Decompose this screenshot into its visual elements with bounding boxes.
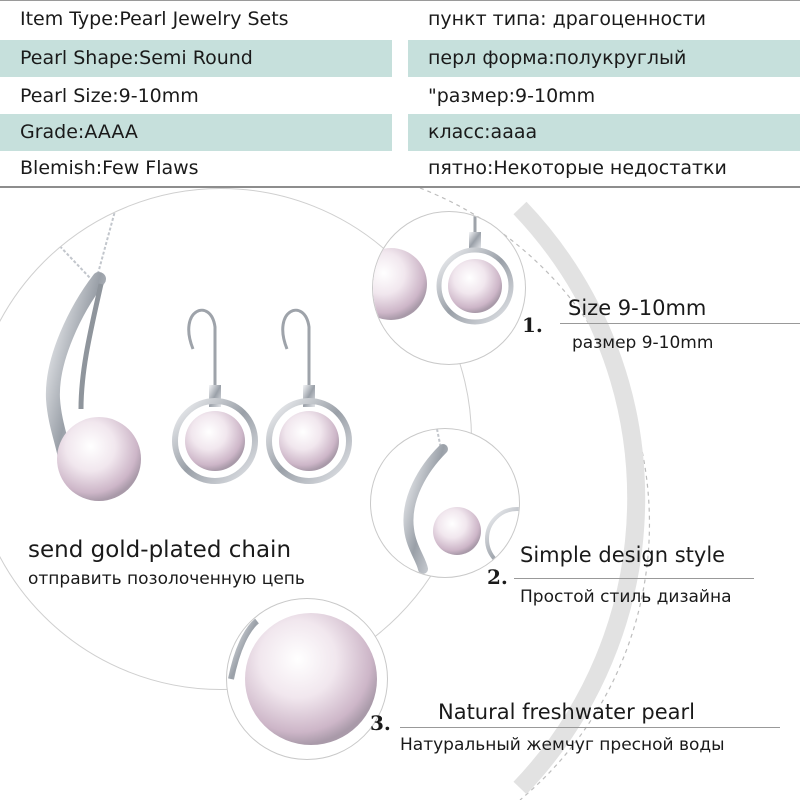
detail-circle-pearl bbox=[226, 598, 388, 760]
spec-label-ru: класс:аааа bbox=[408, 114, 800, 151]
feature-underline bbox=[514, 578, 754, 579]
jewelry-set-illustration bbox=[45, 189, 352, 501]
feature-number: 1. bbox=[522, 313, 543, 337]
spec-label-ru: пятно:Некоторые недостатки bbox=[428, 157, 727, 179]
spec-table: Item Type:Pearl Jewelry Sets пункт типа:… bbox=[0, 0, 800, 186]
feature-number: 3. bbox=[370, 711, 391, 735]
spec-label-en: Item Type:Pearl Jewelry Sets bbox=[20, 8, 289, 30]
pearl-closeup bbox=[228, 613, 377, 745]
feature-underline bbox=[400, 727, 780, 728]
detail-circle-size bbox=[372, 211, 526, 365]
spec-label-ru: "размер:9-10mm bbox=[428, 85, 596, 107]
feature-title-en: Size 9-10mm bbox=[568, 296, 707, 320]
pendant-closeup bbox=[403, 429, 519, 574]
earring-pearl bbox=[279, 411, 339, 471]
table-divider bbox=[0, 186, 800, 188]
spec-row-grade: Grade:AAAA класс:аааа bbox=[0, 114, 800, 151]
feature-underline bbox=[560, 323, 800, 324]
feature-number: 2. bbox=[487, 565, 508, 589]
detail-circle-design bbox=[370, 428, 520, 578]
spec-row-pearl-size: Pearl Size:9-10mm "размер:9-10mm bbox=[0, 78, 800, 115]
earring-pearl bbox=[185, 411, 245, 471]
feature-title-ru: Простой стиль дизайна bbox=[520, 587, 732, 607]
chain-caption-ru: отправить позолоченную цепь bbox=[28, 569, 305, 589]
spec-label-en: Pearl Shape:Semi Round bbox=[0, 40, 392, 77]
feature-title-ru: Натуральный жемчуг пресной воды bbox=[400, 735, 725, 755]
chain-caption-en: send gold-plated chain bbox=[28, 537, 292, 563]
feature-title-en: Natural freshwater pearl bbox=[438, 700, 695, 724]
spec-label-ru: пункт типа: драгоценности bbox=[428, 8, 706, 30]
spec-row-pearl-shape: Pearl Shape:Semi Round перл форма:полукр… bbox=[0, 40, 800, 77]
pendant-pearl bbox=[57, 417, 141, 501]
feature-title-ru: размер 9-10mm bbox=[572, 333, 714, 353]
spec-label-ru: перл форма:полукруглый bbox=[408, 40, 800, 77]
spec-row-blemish: Blemish:Few Flaws пятно:Некоторые недост… bbox=[0, 150, 800, 187]
spec-label-en: Pearl Size:9-10mm bbox=[20, 85, 199, 107]
product-scene: send gold-plated chain отправить позолоч… bbox=[0, 188, 800, 800]
spec-row-item-type: Item Type:Pearl Jewelry Sets пункт типа:… bbox=[0, 0, 800, 38]
feature-title-en: Simple design style bbox=[520, 543, 726, 567]
spec-label-en: Blemish:Few Flaws bbox=[20, 157, 199, 179]
decorative-arcs bbox=[419, 188, 651, 800]
spec-label-en: Grade:AAAA bbox=[0, 114, 392, 151]
earring-closeup bbox=[373, 212, 514, 325]
